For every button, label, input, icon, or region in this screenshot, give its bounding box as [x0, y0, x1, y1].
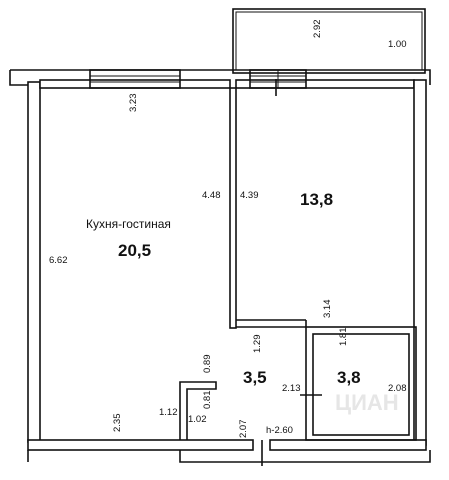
dim-balcony-depth: 1.00	[388, 39, 407, 50]
dim-kitchen-top: 3.23	[128, 94, 139, 113]
area-kitchen: 20,5	[118, 241, 151, 260]
area-hall: 3,5	[243, 368, 267, 387]
dim-niche-bottom: 1.02	[188, 414, 207, 425]
door-marks	[261, 79, 322, 466]
dim-niche-h: 1.12	[159, 407, 178, 418]
dim-niche-w: 0.81	[202, 391, 213, 410]
area-bedroom: 13,8	[300, 190, 333, 209]
dim-corridor-left: 0.89	[202, 355, 213, 374]
dim-hall-right: 2.13	[282, 383, 301, 394]
window-bedroom	[249, 69, 307, 89]
dim-kitchen-left: 6.62	[49, 255, 68, 266]
dim-kitchen-bottom: 2.35	[112, 414, 123, 433]
area-bathroom: 3,8	[337, 368, 361, 387]
outer-walls	[9, 69, 431, 463]
dim-hall-bottom: 2.07	[238, 420, 249, 439]
partition-walls	[179, 87, 417, 441]
dim-bath-right: 2.08	[388, 383, 407, 394]
dim-kitchen-right: 4.48	[202, 190, 221, 201]
ceiling-height: h-2.60	[266, 425, 293, 436]
watermark: ЦИАН	[335, 390, 399, 415]
dim-bedroom-bottom: 3.14	[322, 300, 333, 319]
room-label-kitchen: Кухня-гостиная	[86, 217, 171, 231]
dim-balcony-length: 2.92	[312, 20, 323, 39]
dim-corridor-gap: 1.29	[252, 335, 263, 354]
dim-bedroom-left: 4.39	[240, 190, 259, 201]
window-kitchen	[89, 69, 181, 89]
dim-bath-top: 1.81	[338, 328, 349, 347]
